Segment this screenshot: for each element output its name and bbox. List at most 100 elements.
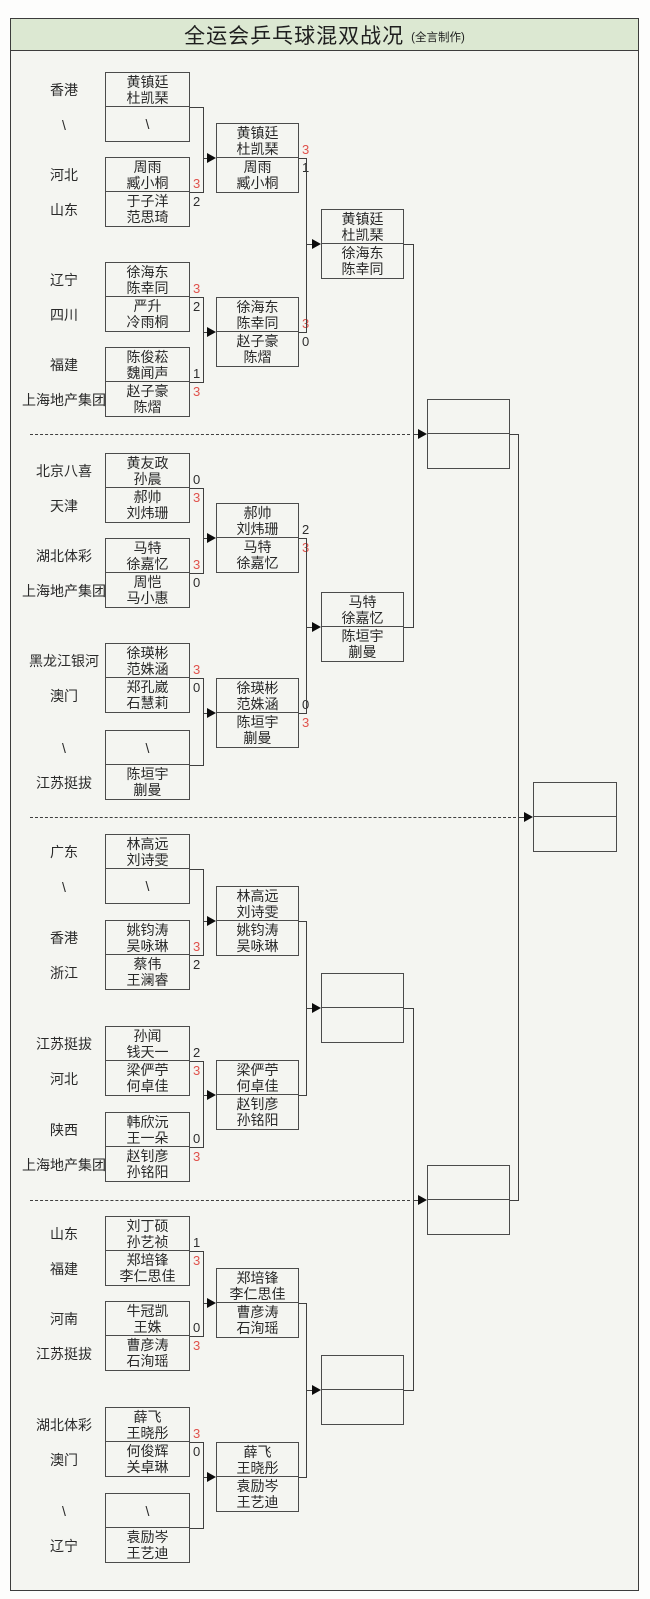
score: 3	[193, 557, 201, 572]
team-cell: 袁励岑王艺迪	[106, 1528, 189, 1562]
score: 3	[193, 384, 201, 399]
connector-line	[203, 921, 207, 922]
player-name: 刘诗雯	[236, 903, 279, 920]
region-label: 湖北体彩	[36, 1417, 92, 1433]
score: 3	[193, 1149, 201, 1164]
score: 1	[193, 366, 201, 381]
team-cell: 周雨臧小桐	[217, 158, 298, 192]
connector-line	[510, 1200, 518, 1201]
region-label: 上海地产集团	[22, 583, 106, 599]
player-name: 林高远	[126, 835, 169, 852]
advance-box	[533, 782, 617, 852]
connector-line	[518, 817, 524, 818]
connector-line	[190, 192, 203, 193]
team-cell	[534, 817, 616, 851]
score: 0	[193, 575, 201, 590]
player-name: 石洵瑶	[236, 1320, 279, 1336]
region-label: 江苏挺拔	[36, 1346, 92, 1362]
player-name: 马特	[243, 539, 272, 555]
player-name: 钱天一	[126, 1043, 169, 1060]
team-cell: 陈垣宇蒯曼	[322, 627, 403, 661]
arrow-right-icon	[207, 1090, 216, 1100]
advance-box	[321, 973, 404, 1043]
region-label: 山东	[50, 202, 78, 218]
player-name: 石慧莉	[126, 695, 169, 711]
team-cell: 陈垣宇蒯曼	[106, 765, 189, 799]
player-name: 蔡伟	[133, 956, 162, 972]
score: 3	[193, 1426, 201, 1441]
team-cell: 黄镇廷杜凯琹	[106, 73, 189, 107]
player-name: 何卓佳	[236, 1077, 279, 1094]
player-name: 黄镇廷	[236, 124, 279, 141]
player-name: 严升	[133, 298, 162, 314]
region-label: \	[62, 117, 66, 133]
connector-line	[413, 434, 418, 435]
region-label: 山东	[50, 1226, 78, 1242]
player-name: 黄友政	[126, 454, 169, 471]
team-cell: 曹彦涛石洵瑶	[106, 1336, 189, 1370]
connector-line	[404, 627, 413, 628]
score: 3	[302, 142, 310, 157]
connector-line	[190, 765, 203, 766]
player-name: 刘诗雯	[126, 851, 169, 868]
score: 2	[302, 522, 310, 537]
match-box: 孙闻钱天一梁俨苧何卓佳	[105, 1026, 190, 1096]
team-cell: 蔡伟王澜睿	[106, 955, 189, 989]
player-name: 王姝	[133, 1318, 162, 1335]
connector-line	[203, 1251, 204, 1337]
team-cell: 周雨臧小桐	[106, 158, 189, 192]
connector-line	[299, 713, 306, 714]
player-name: 徐嘉忆	[126, 555, 169, 572]
title-credit: (全言制作)	[411, 31, 465, 44]
arrow-right-icon	[207, 1298, 216, 1308]
advance-box: 郝帅刘炜珊马特徐嘉忆	[216, 503, 299, 573]
team-cell: 黄镇廷杜凯琹	[217, 124, 298, 158]
team-cell: 曹彦涛石洵瑶	[217, 1303, 298, 1337]
team-cell: 马特徐嘉忆	[106, 539, 189, 573]
player-name: 杜凯琹	[126, 89, 169, 106]
score: 1	[193, 1235, 201, 1250]
player-name: 臧小桐	[126, 174, 169, 191]
connector-line	[190, 955, 203, 956]
connector-line	[203, 869, 204, 956]
player-name: 马特	[133, 539, 162, 556]
match-box: 刘丁硕孙艺祯郑培锋李仁思佳	[105, 1216, 190, 1286]
region-label: 江苏挺拔	[36, 1036, 92, 1052]
score: 0	[193, 1131, 201, 1146]
player-name: \	[145, 116, 150, 132]
region-label: 四川	[50, 307, 78, 323]
score: 3	[193, 1063, 201, 1078]
player-name: 孙铭阳	[126, 1164, 169, 1180]
player-name: 孙铭阳	[236, 1112, 279, 1128]
match-box: 黄镇廷杜凯琹 \	[105, 72, 190, 142]
region-label: \	[62, 1503, 66, 1519]
player-name: 赵子豪	[126, 383, 169, 399]
connector-line	[306, 158, 307, 333]
player-name: 石洵瑶	[126, 1353, 169, 1369]
advance-box: 黄镇廷杜凯琹徐海东陈幸同	[321, 209, 404, 279]
advance-box	[321, 1355, 404, 1425]
arrow-right-icon	[418, 1195, 427, 1205]
player-name: 曹彦涛	[126, 1337, 169, 1353]
region-label: \	[62, 879, 66, 895]
connector-line	[404, 244, 413, 245]
connector-line	[203, 538, 207, 539]
team-cell	[322, 1008, 403, 1042]
team-cell: 郑培锋李仁思佳	[217, 1269, 298, 1303]
player-name: 刘丁硕	[126, 1217, 169, 1234]
score: 3	[302, 715, 310, 730]
score: 3	[193, 1338, 201, 1353]
connector-line	[299, 332, 306, 333]
match-box: 徐海东陈幸同严升冷雨桐	[105, 262, 190, 332]
arrow-right-icon	[207, 533, 216, 543]
player-name: 袁励岑	[236, 1478, 279, 1494]
arrow-right-icon	[312, 1003, 321, 1013]
player-name: 蒯曼	[133, 782, 162, 798]
team-cell	[534, 783, 616, 817]
player-name: 臧小桐	[236, 175, 279, 191]
player-name: 牛冠凯	[126, 1302, 169, 1319]
player-name: 陈幸同	[126, 279, 169, 296]
team-cell: 徐海东陈幸同	[322, 244, 403, 278]
team-cell: 牛冠凯王姝	[106, 1302, 189, 1336]
